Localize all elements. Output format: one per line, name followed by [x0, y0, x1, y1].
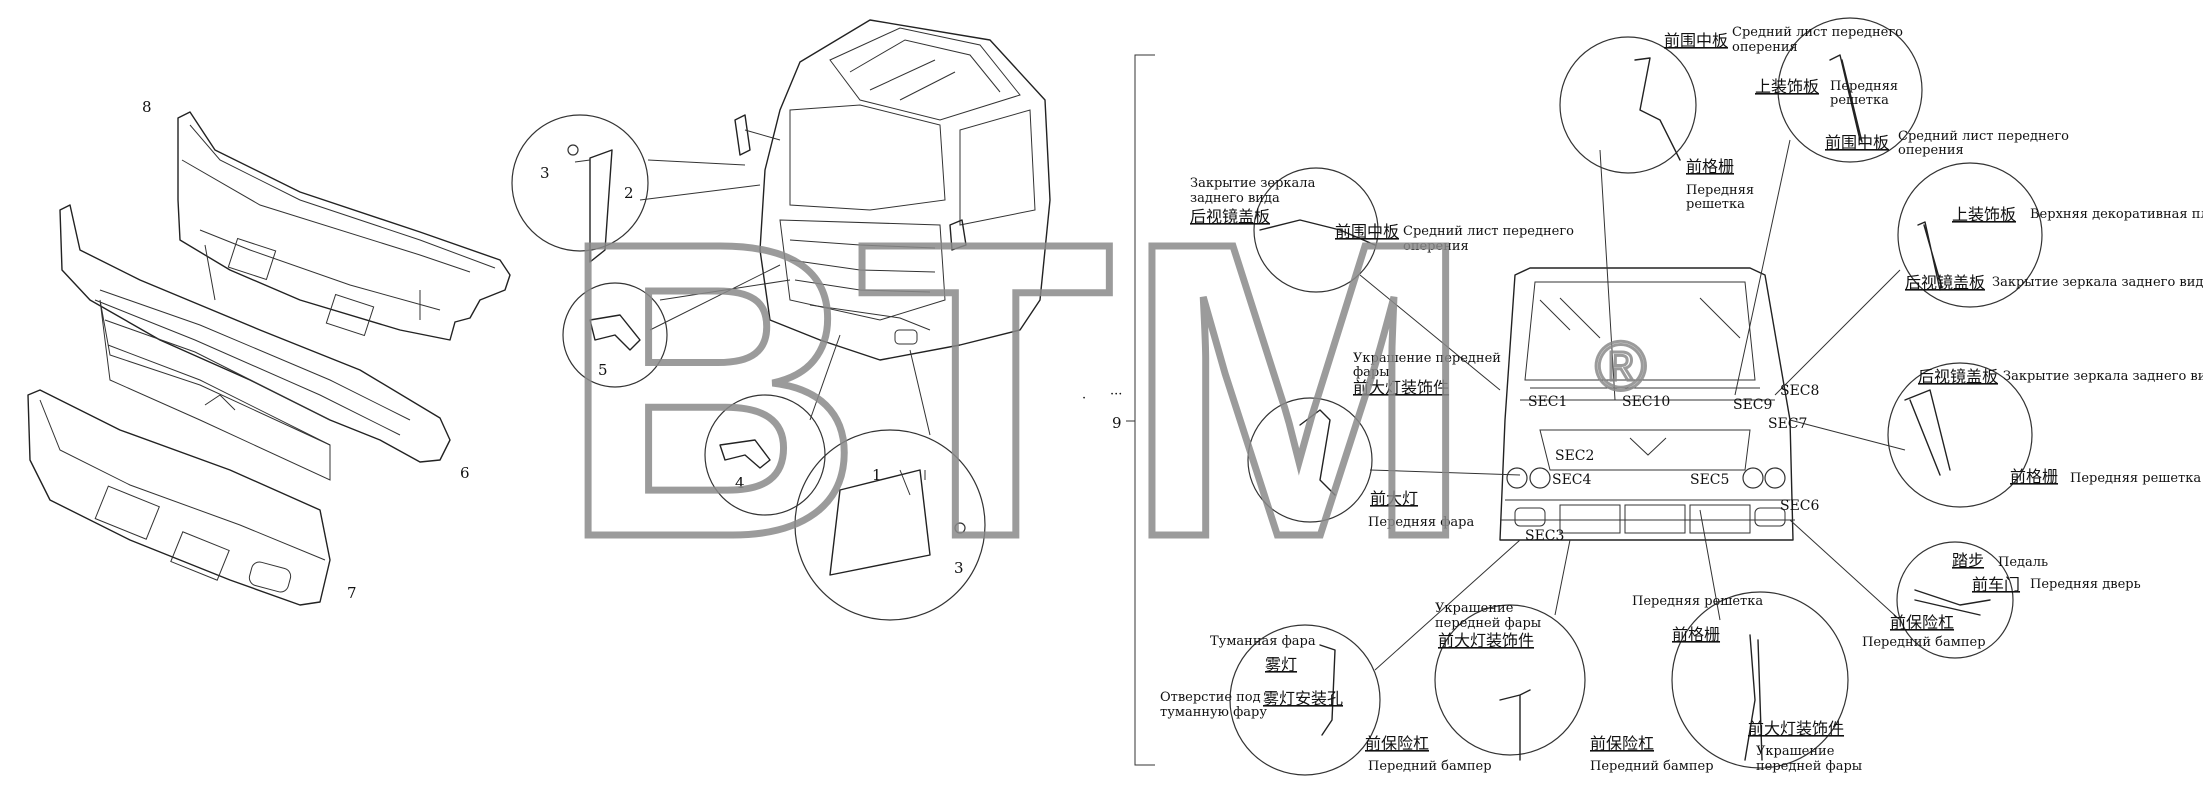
sec9-label: SEC9	[1733, 397, 1772, 413]
svg-text:·: ·	[1082, 391, 1086, 406]
fog-hole-cn: 雾灯安装孔	[1263, 689, 1343, 708]
part-number-3b: 3	[954, 559, 964, 577]
fog-cn: 雾灯	[1265, 655, 1297, 674]
right-mid-panel-ru-1: Средний лист переднего	[1898, 129, 2069, 144]
grille4-ru: Передняя решетка	[1632, 594, 1763, 609]
svg-text:···: ···	[1110, 387, 1122, 402]
detail-circle-sec9	[1777, 17, 1923, 163]
part-number-6: 6	[460, 464, 470, 482]
grille3-ru: Передняя решетка	[2070, 471, 2201, 486]
part-number-3a: 3	[540, 164, 550, 182]
part-number-2: 2	[624, 184, 634, 202]
sec4-label: SEC4	[1552, 472, 1592, 488]
mirror2-cn: 后视镜盖板	[1905, 273, 1985, 292]
detail-circle-sec7	[1887, 362, 2033, 508]
mirror-cover-cn: 后视镜盖板	[1190, 207, 1270, 226]
sec10-label: SEC10	[1622, 394, 1670, 410]
door-ru: Передняя дверь	[2030, 577, 2141, 592]
part-number-7: 7	[347, 584, 357, 602]
mirror-cover-ru-2: заднего вида	[1190, 191, 1280, 206]
part-number-9: 9	[1112, 414, 1122, 432]
part-number-4: 4	[735, 474, 745, 492]
detail-circle-sec10	[1253, 167, 1379, 293]
sec3-label: SEC3	[1525, 528, 1564, 544]
detail-circle-sec8	[1897, 162, 2043, 308]
fog-ru: Туманная фара	[1210, 634, 1316, 649]
part-7-front-bumper	[27, 389, 331, 606]
detail-circle-sec10-top	[1559, 36, 1697, 174]
part-6-grille-panel	[59, 204, 451, 481]
bumper4-cn: 前保险杠	[1890, 613, 1954, 632]
headlamp-ru: Передняя фара	[1368, 515, 1474, 530]
headlamp-trim-ru-2: фары	[1353, 365, 1390, 380]
detail-circle-sec5	[1671, 591, 1849, 769]
detail-circle-1	[794, 429, 986, 621]
detail-circle-5	[562, 282, 668, 388]
trim2-ru-1: Украшение	[1435, 601, 1514, 616]
trim3-ru-1: Украшение	[1756, 744, 1835, 759]
deco-plate-cn: 上装饰板	[1952, 205, 2016, 224]
detail-circle-sec3	[1229, 624, 1381, 776]
detail-circle-sec4	[1434, 604, 1586, 756]
door-cn: 前车门	[1972, 575, 2020, 594]
step-cn: 踏步	[1952, 551, 1984, 570]
part-number-1: 1	[872, 466, 882, 484]
part-number-5: 5	[598, 361, 608, 379]
detail-circle-2	[511, 114, 649, 252]
detail-circle-sec1	[1247, 397, 1373, 523]
part-8-upper-panel	[177, 111, 511, 341]
detail-circle-sec6	[1896, 541, 2014, 659]
fog-hole-ru-2: туманную фару	[1160, 705, 1267, 720]
mirror3-cn: 后视镜盖板	[1918, 367, 1998, 386]
headlamp-trim-ru-1: Украшение передней	[1353, 351, 1501, 366]
sec5-label: SEC5	[1690, 472, 1729, 488]
top-grille-ru-2: решетка	[1686, 197, 1745, 212]
grille3-cn: 前格栅	[2010, 467, 2058, 486]
mid-panel-ru-1: Средний лист переднего	[1403, 224, 1574, 239]
top-mid-panel-ru-2: оперения	[1732, 40, 1798, 55]
headlamp-cn: 前大灯	[1370, 489, 1418, 508]
sec7-label: SEC7	[1768, 416, 1807, 432]
right-mid-panel-cn: 前围中板	[1825, 133, 1889, 152]
bumper4-ru: Передний бампер	[1862, 635, 1986, 650]
deco-plate-ru: Верхняя декоративная плита	[2030, 207, 2203, 222]
top-grille-ru-1: Передняя	[1686, 183, 1754, 198]
trim3-cn: 前大灯装饰件	[1748, 719, 1844, 738]
sec1-label: SEC1	[1528, 394, 1567, 410]
bumper2-ru: Передний бампер	[1590, 759, 1714, 774]
watermark-registered: ®	[1595, 327, 1647, 405]
watermark-logo: ВТМ ®	[557, 153, 1649, 629]
headlamp-trim-cn: 前大灯装饰件	[1353, 378, 1449, 397]
top-grille-cn: 前格栅	[1686, 157, 1734, 176]
sec8-label: SEC8	[1780, 383, 1819, 399]
mid-panel-cn: 前围中板	[1335, 222, 1399, 241]
trim2-cn: 前大灯装饰件	[1438, 631, 1534, 650]
sec6-label: SEC6	[1780, 498, 1820, 514]
top-mid-panel-ru-1: Средний лист переднего	[1732, 25, 1903, 40]
part-number-8: 8	[142, 98, 152, 116]
sec2-label: SEC2	[1555, 448, 1594, 464]
bumper1-cn: 前保险杠	[1365, 734, 1429, 753]
upper-grille-ru-2: решетка	[1830, 93, 1889, 108]
mid-panel-ru-2: оперения	[1403, 239, 1469, 254]
mirror-cover-ru-1: Закрытие зеркала	[1190, 176, 1316, 191]
truck-cab-exploded	[734, 19, 1051, 361]
mirror2-ru: Закрытие зеркала заднего вида	[1992, 275, 2203, 290]
mirror3-ru: Закрытие зеркала заднего вида	[2003, 369, 2203, 384]
bumper2-cn: 前保险杠	[1590, 734, 1654, 753]
watermark-text: ВТМ	[560, 156, 1484, 625]
grille4-cn: 前格栅	[1672, 625, 1720, 644]
group-bracket	[1126, 54, 1155, 766]
fog-hole-ru-1: Отверстие под	[1160, 690, 1261, 705]
trim2-ru-2: передней фары	[1435, 616, 1541, 631]
trim3-ru-2: передней фары	[1756, 759, 1862, 774]
step-ru: Педаль	[1998, 555, 2048, 570]
upper-trim-cn: 上装饰板	[1755, 77, 1819, 96]
top-mid-panel-cn: 前围中板	[1664, 31, 1728, 50]
upper-grille-ru-1: Передняя	[1830, 79, 1898, 94]
right-mid-panel-ru-2: оперения	[1898, 143, 1964, 158]
bumper1-ru: Передний бампер	[1368, 759, 1492, 774]
